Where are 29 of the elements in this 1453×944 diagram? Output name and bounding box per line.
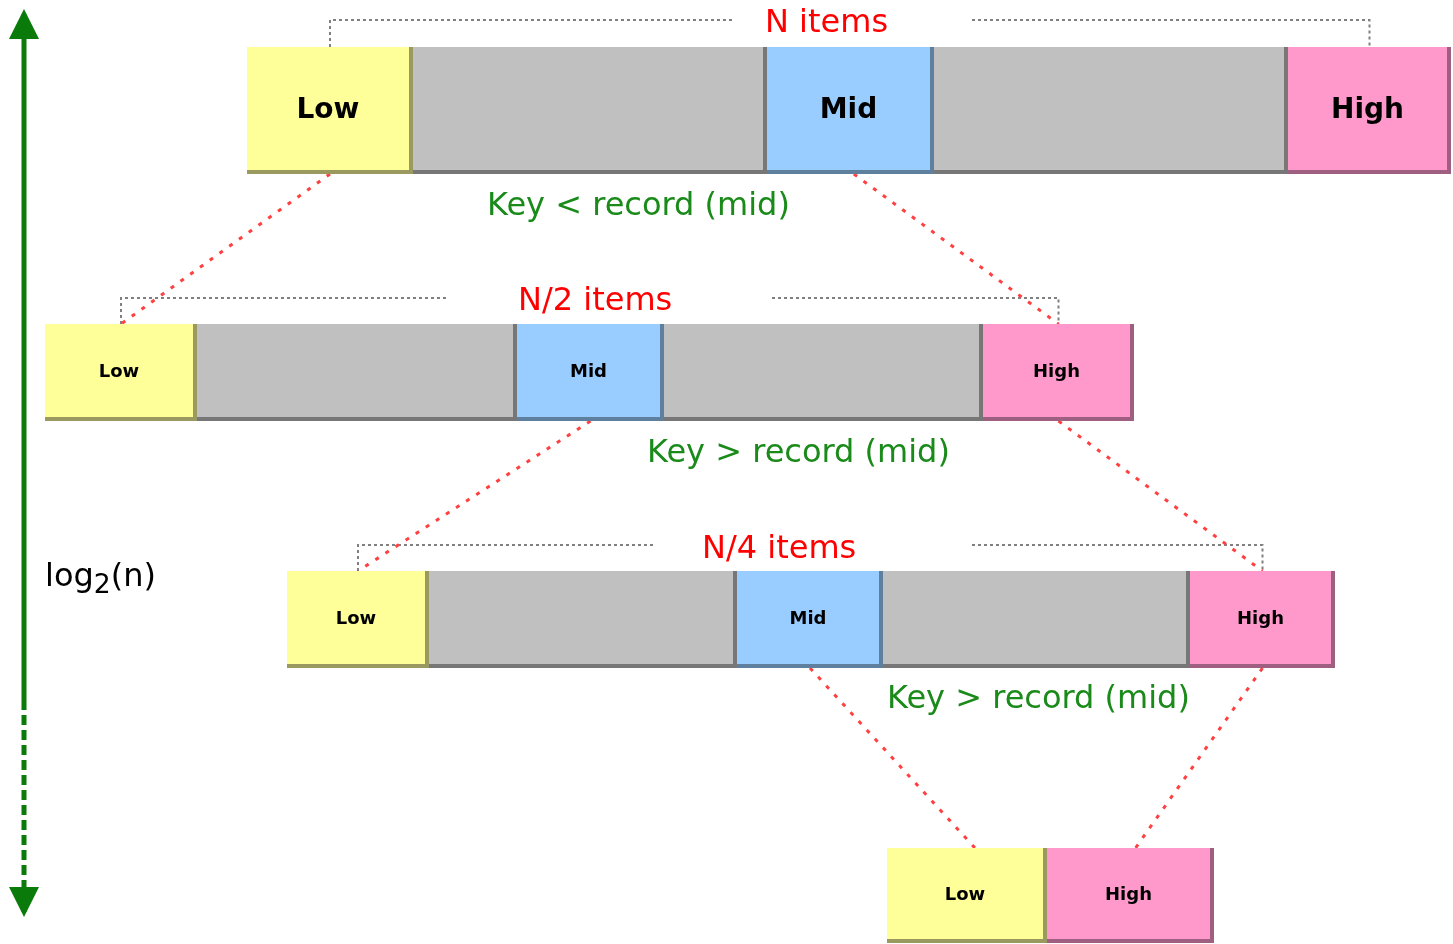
array-segment — [883, 571, 1190, 668]
array-segment — [429, 571, 737, 668]
connector-line — [808, 667, 977, 849]
array-cell: Low — [287, 571, 429, 668]
connector-line — [852, 172, 1060, 326]
array-cell: Low — [45, 324, 197, 421]
array-cell: High — [983, 324, 1134, 421]
condition-label: Key > record (mid) — [647, 432, 950, 470]
array-cell: High — [1288, 47, 1451, 174]
size-label: N items — [765, 2, 889, 40]
size-label: N/4 items — [702, 528, 857, 566]
array-cell: High — [1047, 848, 1214, 943]
connector-line — [1057, 419, 1264, 573]
array-cell: Mid — [517, 324, 664, 421]
array-cell: High — [1190, 571, 1335, 668]
array-segment — [934, 47, 1288, 174]
array-segment — [197, 324, 517, 421]
size-label: N/2 items — [518, 280, 673, 318]
array-cell: Mid — [737, 571, 883, 668]
array-cell: Mid — [767, 47, 934, 174]
connector-line — [120, 172, 331, 326]
connector-line — [1134, 667, 1264, 849]
level-count-label: log$_{2}$(n) — [45, 556, 156, 600]
condition-label: Key < record (mid) — [487, 185, 790, 223]
condition-label: Key > record (mid) — [887, 678, 1190, 716]
array-cell: Low — [887, 848, 1047, 943]
array-segment — [413, 47, 767, 174]
array-cell: Low — [247, 47, 413, 174]
array-segment — [664, 324, 983, 421]
